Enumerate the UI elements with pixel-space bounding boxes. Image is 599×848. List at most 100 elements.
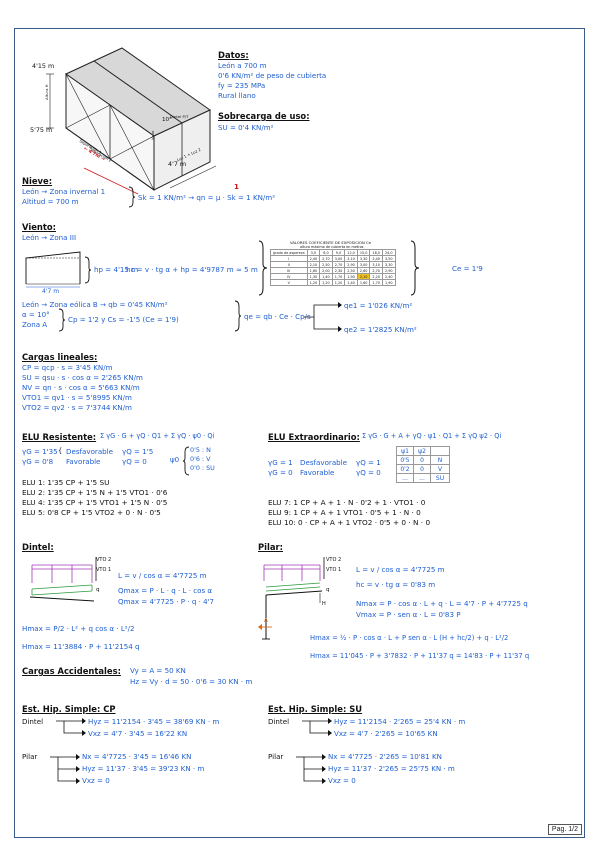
pilar-a: A <box>264 618 268 624</box>
dim-angle: 10° <box>162 117 172 123</box>
pilar-vmax: Vmax = P · sen α · L = 0'83 P <box>356 610 461 619</box>
dintel-q: q <box>96 587 100 593</box>
pilar-vto2: VTO 2 <box>326 557 342 563</box>
elu-combo: ELU 4: 1'35 CP + 1'5 VTO1 + 1'5 N · 0'5 <box>22 498 168 507</box>
pilar-L: L = v / cos α = 4'7725 m <box>356 565 445 574</box>
hip-su-p2: Hyz = 11'37 · 2'265 = 25'75 KN · m <box>328 764 455 773</box>
elu-ext-formula: Σ γG · G + A + γQ · ψ1 · Q1 + Σ γQ ψ2 · … <box>362 432 502 440</box>
pilar-hmax2: Hmax = 11'045 · P + 3'7832 · P + 11'37 q… <box>310 652 530 660</box>
nieve-mark: 1 <box>234 182 239 191</box>
label-height: Altura H <box>44 84 49 101</box>
accid-vy: Vy = A = 50 KN <box>130 666 186 675</box>
page-number: Pag. 1/2 <box>547 824 582 835</box>
accid-title: Cargas Accidentales: <box>22 666 121 676</box>
elu-ext-q2: γQ = 0 <box>356 468 381 477</box>
hip-su-p3: Vxz = 0 <box>328 776 356 785</box>
viento-cp: Cp = 1'2 y Cs = -1'5 (Ce = 1'9) <box>68 315 179 324</box>
hip-su-d1: Hyz = 11'2154 · 2'265 = 25'4 KN · m <box>334 717 466 726</box>
nieve-line2: Altitud = 700 m <box>22 197 79 206</box>
elu-ext-combo: ELU 9: 1 CP + A + 1 VTO1 · 0'5 + 1 · N ·… <box>268 508 421 517</box>
viento-hp: hp = 4'15 m <box>94 265 139 274</box>
ce-brace-right <box>410 240 420 296</box>
table-cell: 0 <box>413 464 431 474</box>
ce-table-title: VALORES COEFICIENTE DE EXPOSICION Ce <box>290 240 371 245</box>
elu-res-q1: γQ = 1'5 <box>122 447 154 456</box>
table-cell: SU <box>430 473 450 483</box>
nieve-title: Nieve: <box>22 176 53 186</box>
dintel-diagram <box>29 557 97 602</box>
table-cell: 0 <box>413 455 431 465</box>
table-cell: 0'2 <box>396 464 414 474</box>
psi-table: ψ1 ψ2 0'5 0 N 0'2 0 V ... ... SU <box>396 446 450 483</box>
table-cell: 1,90 <box>381 279 396 286</box>
table-cell: ... <box>413 473 431 483</box>
psi-val: 0'5 : N <box>190 446 211 454</box>
dintel-L: L = v / cos α = 4'7725 m <box>118 571 207 580</box>
hip-cp-p1: Nx = 4'7725 · 3'45 = 16'46 KN <box>82 752 192 761</box>
cp-brace <box>58 308 66 332</box>
elu-res-g2: γG = 0'8 <box>22 457 54 466</box>
table-row: ψ1 ψ2 <box>396 446 450 456</box>
accid-hz: Hz = Vy · d = 50 · 0'6 = 30 KN · m <box>130 677 253 686</box>
pilar-hmax: Hmax = ½ · P · cos α · L + P sen α · L (… <box>310 634 509 642</box>
label-alero: Vano <box>150 130 155 140</box>
table-row: ... ... SU <box>396 473 450 483</box>
table-cell: 1,60 <box>356 279 371 286</box>
psi-val: 0'6 : V <box>190 455 211 463</box>
elu-ext-g1: γG = 1 <box>268 458 293 467</box>
label-dintel: Dintel P/T <box>170 114 189 119</box>
elu-res-q2: γQ = 0 <box>122 457 147 466</box>
pilar-vto1: VTO 1 <box>326 567 342 573</box>
hip-su-d2: Vxz = 4'7 · 2'265 = 10'65 KN <box>334 729 438 738</box>
table-cell: ... <box>396 473 414 483</box>
dim-height: 4'15 m <box>32 62 55 70</box>
datos-line: León a 700 m <box>218 61 267 70</box>
pilar-h: H <box>322 601 326 607</box>
elu-res-fav: Favorable <box>66 457 101 466</box>
elu-res-title: ELU Resistente: <box>22 432 97 442</box>
viento-qe: qe = qb · Ce · Cp/s <box>244 312 311 321</box>
nieve-line1: León → Zona invernal 1 <box>22 187 106 196</box>
hip-cp-dintel-tree <box>56 718 86 736</box>
psi-brace <box>182 446 190 476</box>
nieve-result: Sk = 1 KN/m² → qn = μ · Sk = 1 KN/m² <box>138 193 276 202</box>
elu-res-g1: γG = 1'35 <box>22 447 58 456</box>
cargas-line: CP = qcp · s = 3'45 KN/m <box>22 363 113 372</box>
pilar-diagram <box>258 557 325 640</box>
cargas-line: VTO1 = qv1 · s = 5'8995 KN/m <box>22 393 132 402</box>
table-cell: 1,20 <box>306 279 321 286</box>
viento-line-a: León → Zona eólica B → qb = 0'45 KN/m² <box>22 300 168 309</box>
viento-title: Viento: <box>22 222 56 232</box>
ce-table-subtitle: altura máxima de cubierta en metros <box>300 245 364 249</box>
viento-qe2: qe2 = 1'2825 KN/m² <box>344 325 417 334</box>
table-cell: 0'5 <box>396 455 414 465</box>
hip-su-pilar: Pilar <box>268 752 284 761</box>
viento-ce: Ce = 1'9 <box>452 264 483 273</box>
table-cell: 1,40 <box>344 279 358 286</box>
hip-cp-pilar: Pilar <box>22 752 38 761</box>
dim-width: 4'7 m <box>168 160 187 168</box>
datos-line: fy = 235 MPa <box>218 81 266 90</box>
pilar-q: q <box>326 587 330 593</box>
psi-val: 0'0 : SU <box>190 464 215 472</box>
dintel-hmax2: Hmax = 11'3884 · P + 11'2154 q <box>22 642 140 651</box>
elu-ext-combo: ELU 7: 1 CP + A + 1 · N · 0'2 + 1 · VTO1… <box>268 498 426 507</box>
dintel-vto2: VTO 2 <box>96 557 112 563</box>
hip-su-dintel: Dintel <box>268 717 290 726</box>
table-head: ψ2 <box>413 446 431 456</box>
worksheet-page: Pag. 1/2 <box>14 28 585 838</box>
qe-brace <box>234 300 242 332</box>
viento-hc: hc = v · tg α + hp = 4'9787 m ≈ 5 m <box>126 265 258 274</box>
viento-span: 4'7 m <box>42 288 60 295</box>
table-row: 0'5 0 N <box>396 455 450 465</box>
hip-su-dintel-tree <box>302 718 332 736</box>
sobrecarga-line: SU = 0'4 KN/m² <box>218 123 274 132</box>
datos-line: Rural llano <box>218 91 256 100</box>
dintel-title: Dintel: <box>22 542 54 552</box>
cargas-line: SU = qsu · s · cos α = 2'265 KN/m <box>22 373 143 382</box>
dim-bay: 5'75 m <box>30 126 53 134</box>
dintel-qmax: Qmax = P · L · q · L · cos α <box>118 586 213 595</box>
nieve-brace <box>128 186 136 208</box>
elu-res-desf-brace: { <box>58 447 63 455</box>
